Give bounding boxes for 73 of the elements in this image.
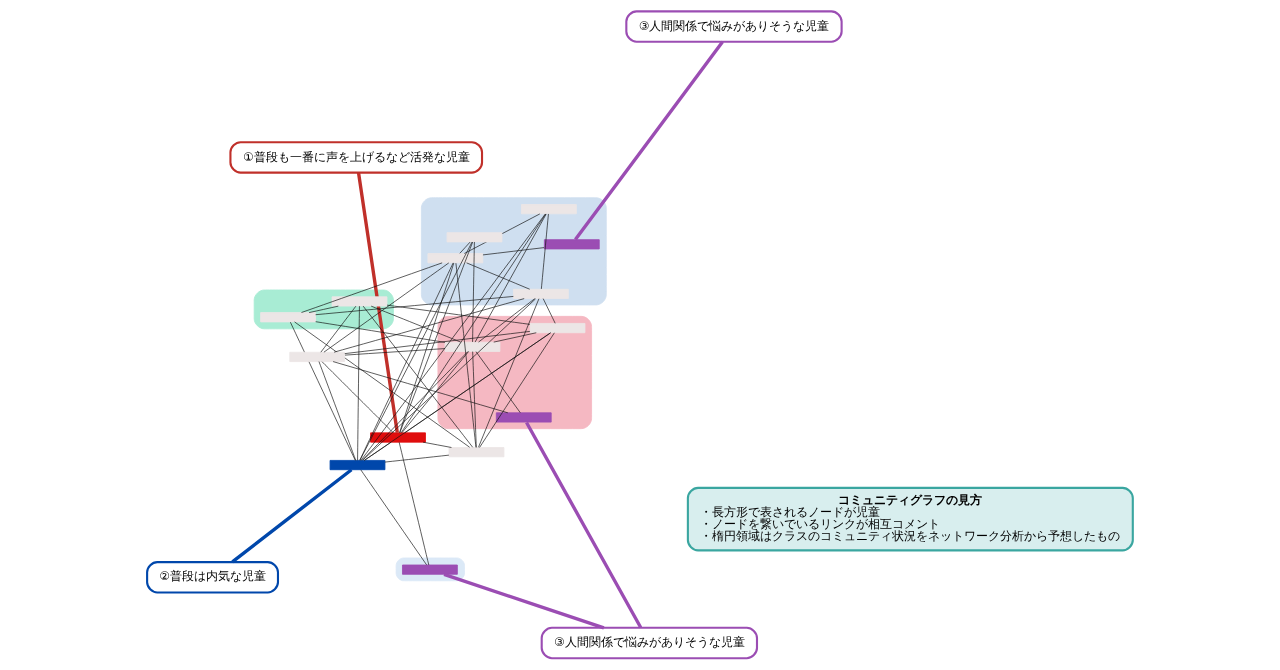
connector — [231, 468, 353, 564]
cluster — [420, 197, 607, 306]
connector — [333, 298, 525, 353]
node-bar — [446, 232, 503, 243]
node-bar — [329, 460, 386, 471]
connector — [479, 332, 555, 448]
connector — [344, 331, 531, 354]
node-box: ③人間関係で悩みがありそうな児童 — [540, 626, 759, 660]
connector — [482, 247, 545, 256]
node-bar — [543, 239, 600, 250]
connector — [466, 262, 531, 290]
connector — [459, 241, 471, 254]
connector — [384, 454, 450, 463]
connector — [399, 262, 455, 434]
node-bar — [448, 447, 505, 458]
connector — [357, 305, 360, 461]
connector — [362, 298, 536, 461]
connector — [386, 304, 531, 325]
connector — [399, 241, 473, 433]
connector — [574, 40, 724, 241]
cluster — [395, 557, 465, 582]
cluster — [253, 289, 394, 330]
connector — [401, 351, 469, 433]
connector — [362, 305, 473, 448]
connector — [370, 305, 462, 343]
connector — [478, 298, 536, 343]
node-bar — [331, 296, 388, 307]
node-bar — [513, 288, 569, 299]
connector — [422, 441, 452, 448]
node-box: ②普段は内気な児童 — [146, 561, 280, 594]
connector — [332, 361, 509, 414]
connector — [294, 321, 470, 448]
connector — [321, 361, 394, 434]
connector — [542, 298, 556, 324]
connector — [356, 172, 399, 433]
connector — [472, 351, 477, 448]
node-bar — [260, 312, 316, 323]
connector — [359, 262, 454, 461]
node-box: ③人間関係で悩みがありそうな児童 — [625, 10, 843, 43]
connector — [308, 305, 339, 313]
connector — [315, 296, 514, 316]
connector — [323, 262, 450, 353]
connector — [359, 241, 473, 461]
connector — [360, 469, 427, 566]
connector — [455, 262, 477, 448]
connector — [301, 262, 443, 313]
connector — [493, 332, 537, 343]
connector — [361, 351, 469, 461]
node-box: コミュニティグラフの見方 ・長方形で表されるノードが児童 ・ノードを繋いでいるリンクが相互コメント ・楕円領域はクラスのコミュニティ状況をネットワーク分析から予想したもの — [686, 486, 1134, 552]
node-bar — [495, 412, 552, 423]
connector — [318, 361, 357, 461]
node-bar — [521, 204, 577, 215]
node-bar — [402, 564, 458, 575]
connector — [320, 305, 357, 353]
node-bar — [427, 253, 484, 264]
connector — [290, 321, 356, 461]
connector — [344, 348, 446, 356]
node-bar — [444, 341, 501, 352]
connector — [475, 351, 521, 414]
connector — [398, 441, 430, 566]
connector — [541, 213, 549, 290]
node-bar — [289, 351, 346, 362]
connector — [364, 332, 551, 461]
connector — [443, 572, 605, 630]
connector — [315, 321, 446, 343]
connector — [525, 421, 643, 629]
cluster — [437, 315, 592, 430]
connector — [472, 241, 475, 343]
node-bar — [529, 323, 586, 334]
node-bar — [370, 432, 426, 443]
connector — [474, 213, 547, 343]
node-box: ①普段も一番に声を上げるなど活発な児童 — [229, 141, 484, 174]
connector — [478, 298, 540, 448]
